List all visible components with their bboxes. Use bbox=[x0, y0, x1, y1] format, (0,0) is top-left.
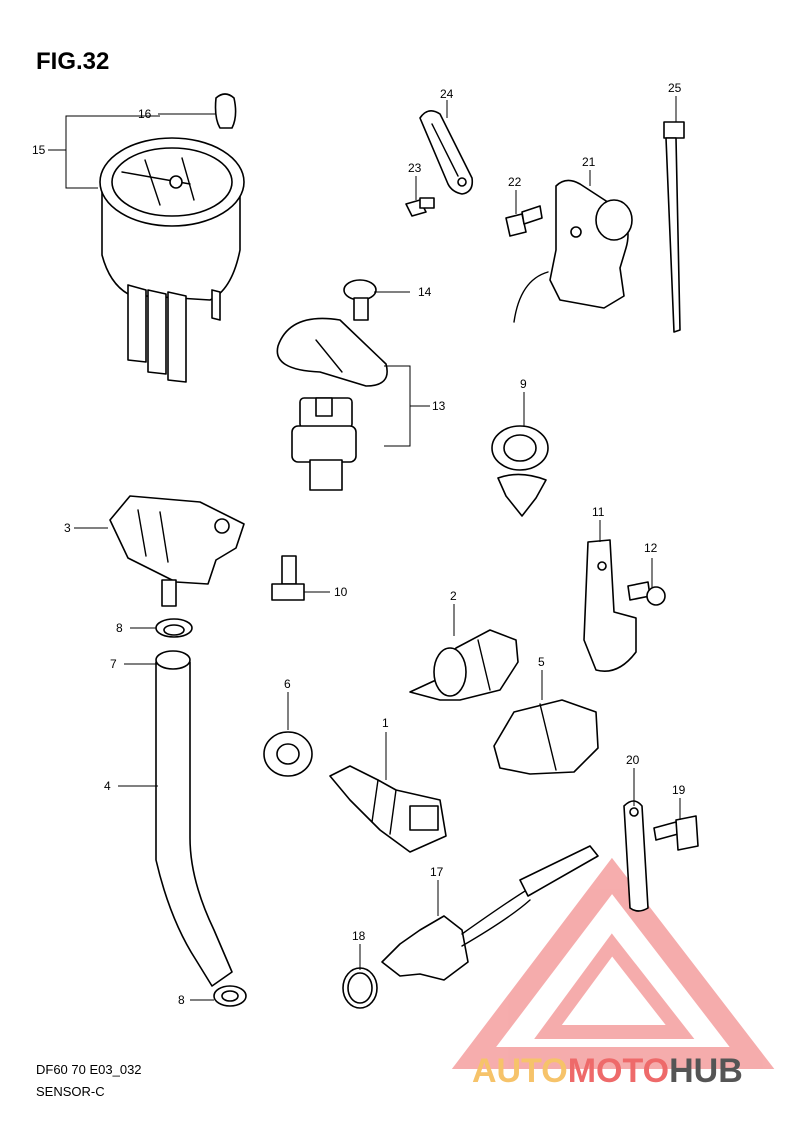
svg-text:AUTOMOTOHUB: AUTOMOTOHUB bbox=[472, 1052, 743, 1090]
callout-13: 13 bbox=[432, 399, 446, 413]
callout-9: 9 bbox=[520, 377, 527, 391]
pressure-switch-5 bbox=[493, 699, 599, 775]
gauge-assembly bbox=[99, 93, 245, 383]
callout-6: 6 bbox=[284, 677, 291, 691]
callout-4: 4 bbox=[104, 779, 111, 793]
callout-21: 21 bbox=[582, 155, 596, 169]
bolt-22 bbox=[505, 205, 543, 237]
watermark-part3: HUB bbox=[669, 1052, 743, 1090]
temperature-sensor-17 bbox=[381, 845, 599, 981]
vacuum-hose bbox=[155, 650, 233, 987]
figure-code: DF60 70 E03_032 bbox=[36, 1062, 142, 1077]
trim-sensor-bracket bbox=[513, 179, 633, 323]
callout-3: 3 bbox=[64, 521, 71, 535]
callout-22: 22 bbox=[508, 175, 522, 189]
callout-17: 17 bbox=[430, 865, 444, 879]
bolt-10 bbox=[271, 555, 305, 601]
callout-23: 23 bbox=[408, 161, 422, 175]
temperature-sensor-1 bbox=[329, 765, 447, 853]
callout-8a: 8 bbox=[116, 621, 123, 635]
speed-sensor bbox=[276, 317, 388, 491]
watermark-logo bbox=[451, 857, 775, 1069]
callout-16: 16 bbox=[138, 107, 152, 121]
callout-20: 20 bbox=[626, 753, 640, 767]
watermark-part2: MOTO bbox=[568, 1052, 669, 1090]
callout-15: 15 bbox=[32, 143, 46, 157]
callout-7: 7 bbox=[110, 657, 117, 671]
bracket-11 bbox=[583, 539, 637, 672]
bolt-19 bbox=[653, 815, 699, 851]
clip-8-lower bbox=[213, 985, 247, 1007]
screw-14 bbox=[343, 279, 377, 321]
clamp-9 bbox=[491, 425, 549, 517]
pressure-sensor-3 bbox=[109, 495, 245, 607]
callout-19: 19 bbox=[672, 783, 686, 797]
figure-title: FIG.32 bbox=[36, 48, 110, 75]
o-ring-18 bbox=[342, 967, 378, 1009]
bolt-23 bbox=[405, 197, 435, 217]
leader-lines bbox=[48, 96, 681, 1001]
watermark-text: AUTOMOTOHUB bbox=[472, 1052, 743, 1090]
cable-tie bbox=[663, 121, 685, 333]
callout-1: 1 bbox=[382, 716, 389, 730]
callout-2: 2 bbox=[450, 589, 457, 603]
callout-24: 24 bbox=[440, 87, 454, 101]
pressure-switch-2 bbox=[409, 629, 519, 701]
callout-11: 11 bbox=[592, 505, 605, 519]
callout-8b: 8 bbox=[178, 993, 185, 1007]
callout-10: 10 bbox=[334, 585, 348, 599]
watermark-part1: AUTO bbox=[472, 1052, 568, 1090]
clip-8-upper bbox=[155, 618, 193, 638]
callout-5: 5 bbox=[538, 655, 545, 669]
callout-12: 12 bbox=[644, 541, 658, 555]
callout-25: 25 bbox=[668, 81, 682, 95]
figure-name: SENSOR-C bbox=[36, 1084, 105, 1099]
screw-12 bbox=[627, 581, 666, 606]
callout-14: 14 bbox=[418, 285, 432, 299]
washer-6 bbox=[263, 731, 313, 777]
callout-labels: 1 2 3 4 5 6 7 8 9 10 11 12 13 14 15 16 1… bbox=[32, 81, 686, 1007]
callout-18: 18 bbox=[352, 929, 366, 943]
bracket-20 bbox=[623, 800, 649, 912]
